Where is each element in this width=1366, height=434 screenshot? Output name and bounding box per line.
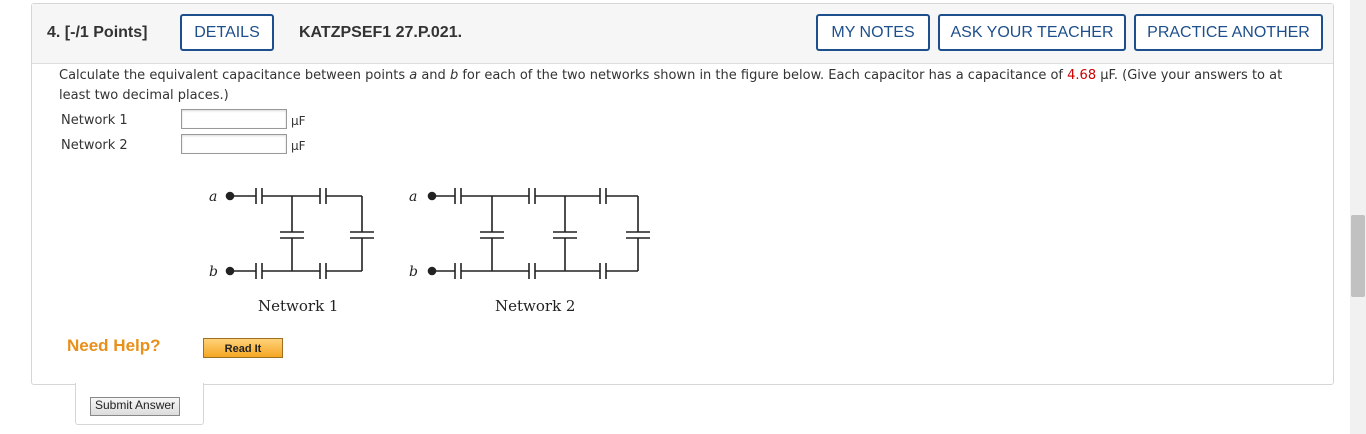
question-card: 4. [-/1 Points] DETAILS KATZPSEF1 27.P.0…: [31, 3, 1334, 385]
ask-your-teacher-button[interactable]: ASK YOUR TEACHER: [938, 14, 1126, 51]
unit-label: μF: [291, 114, 306, 128]
answer-label: Network 2: [61, 138, 128, 153]
capacitor-network-figure: a b a b Network 1 Network 2: [209, 188, 650, 315]
details-button[interactable]: DETAILS: [180, 14, 274, 51]
terminal-b-label: b: [409, 264, 418, 280]
network-2-caption: Network 2: [495, 297, 575, 315]
capacitance-value: 4.68: [1067, 68, 1097, 83]
my-notes-button[interactable]: MY NOTES: [816, 14, 930, 51]
question-header: 4. [-/1 Points] DETAILS KATZPSEF1 27.P.0…: [32, 4, 1333, 64]
answer-label: Network 1: [61, 113, 128, 128]
network-2-input[interactable]: [181, 134, 287, 154]
need-help-label: Need Help?: [67, 336, 161, 355]
question-id: KATZPSEF1 27.P.021.: [299, 24, 463, 41]
network-1-caption: Network 1: [258, 297, 338, 315]
unit-label: μF: [291, 139, 306, 153]
read-it-button[interactable]: Read It: [203, 338, 283, 358]
network-1-input[interactable]: [181, 109, 287, 129]
terminal-b-label: b: [209, 264, 218, 280]
submit-area: Submit Answer: [75, 383, 204, 425]
question-number: 4. [-/1 Points]: [47, 24, 148, 41]
question-text: Calculate the equivalent capacitance bet…: [59, 68, 1283, 103]
scrollbar-thumb[interactable]: [1351, 215, 1365, 297]
submit-answer-button[interactable]: Submit Answer: [90, 397, 181, 416]
points-label: [-/1 Points]: [64, 24, 148, 41]
terminal-a-label: a: [209, 189, 217, 205]
terminal-a-label: a: [409, 189, 417, 205]
practice-another-button[interactable]: PRACTICE ANOTHER: [1134, 14, 1323, 51]
